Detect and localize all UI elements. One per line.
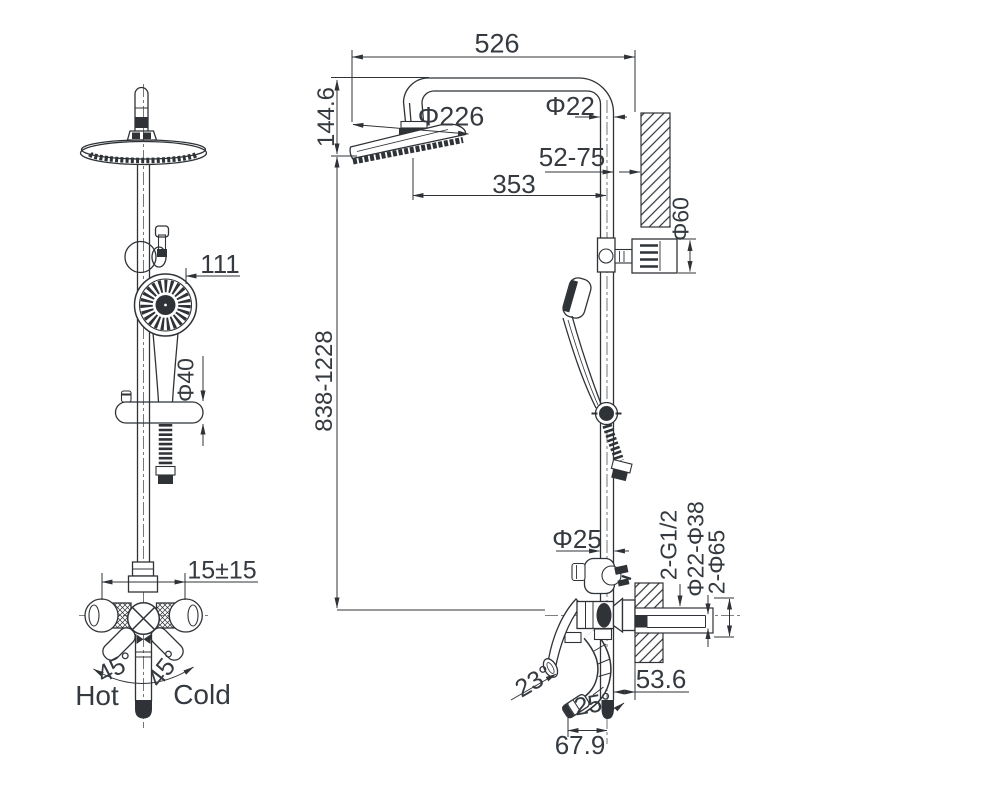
side-view-drawing xyxy=(349,77,714,719)
dim-phi22-label: Φ22 xyxy=(545,91,595,121)
dim-phi40-label: Φ40 xyxy=(172,358,199,402)
dim-phi226-label: Φ226 xyxy=(417,101,485,132)
cold-label: Cold xyxy=(173,679,231,710)
hot-label: Hot xyxy=(75,680,119,711)
dim-53-6-label: 53.6 xyxy=(635,664,687,694)
dim-353-label: 353 xyxy=(492,169,536,199)
side-view-dimensions xyxy=(331,50,734,737)
dim-526-label: 526 xyxy=(474,28,520,59)
dim-15-15-label: 15±15 xyxy=(187,556,257,585)
angle-25-label: 25° xyxy=(571,687,614,722)
dim-111-label: 111 xyxy=(200,249,240,279)
dim-2-phi65-label: 2-Φ65 xyxy=(703,529,730,595)
dim-67-9-label: 67.9 xyxy=(554,730,606,760)
dim-phi25-label: Φ25 xyxy=(552,524,602,554)
dim-2-g12-label: 2-G1/2 xyxy=(655,509,682,581)
dim-52-75-label: 52-75 xyxy=(538,142,606,172)
front-view-dimensions xyxy=(93,268,258,684)
dim-838-1228-label: 838-1228 xyxy=(311,330,338,432)
dim-phi60-label: Φ60 xyxy=(667,197,694,241)
dim-144-6-label: 144.6 xyxy=(313,86,340,148)
